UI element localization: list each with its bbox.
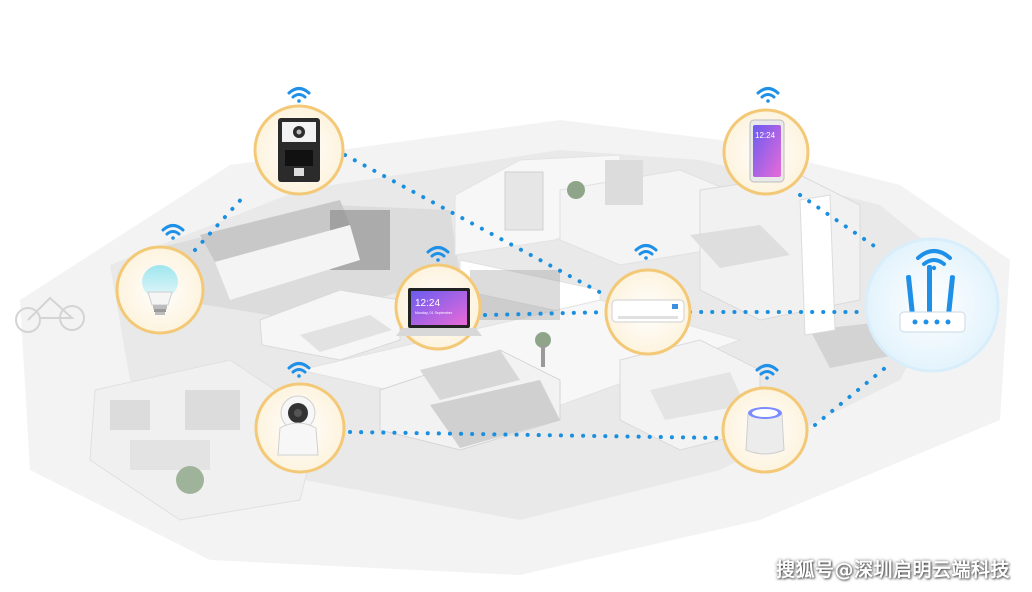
laptop-icon: 12:24 Monday, 01 September <box>396 288 482 336</box>
router-node[interactable] <box>864 237 1000 373</box>
link-bulb-coffee <box>193 193 247 252</box>
smartphone-node[interactable]: 12:24 <box>722 87 810 196</box>
router-icon <box>899 265 966 333</box>
wifi-icon <box>756 87 780 103</box>
wifi-icon <box>287 362 311 378</box>
link-speaker-router <box>813 366 887 427</box>
link-coffee-ac <box>343 153 607 297</box>
network-links <box>193 153 887 440</box>
light-bulb-icon <box>142 265 178 315</box>
wifi-icon <box>161 224 185 240</box>
coffee-machine-icon <box>278 118 320 182</box>
smart-bulb-node[interactable] <box>115 224 205 335</box>
link-laptop-ac <box>483 310 612 317</box>
phone-screen-time: 12:24 <box>755 131 776 140</box>
laptop-screen-time: 12:24 <box>415 298 440 309</box>
wifi-icon <box>287 87 311 103</box>
wifi-icon <box>426 246 450 262</box>
house-floorplan <box>15 120 1010 575</box>
wifi-icon <box>755 364 779 380</box>
speaker-icon <box>745 407 785 455</box>
air-conditioner-icon <box>611 299 685 323</box>
coffee-machine-node[interactable] <box>253 87 345 196</box>
laptop-node[interactable]: 12:24 Monday, 01 September <box>394 246 482 351</box>
wifi-icon <box>916 249 952 271</box>
watermark-caption: 搜狐号@深圳启明云端科技 <box>775 559 1010 581</box>
wifi-icon <box>634 244 658 260</box>
smartphone-icon: 12:24 <box>749 119 785 183</box>
link-camera-speaker <box>348 430 724 440</box>
air-conditioner-node[interactable] <box>604 244 692 356</box>
smart-speaker-node[interactable] <box>721 364 809 474</box>
security-camera-node[interactable] <box>254 362 346 474</box>
laptop-screen-subtext: Monday, 01 September <box>415 311 453 315</box>
camera-icon <box>277 395 319 456</box>
